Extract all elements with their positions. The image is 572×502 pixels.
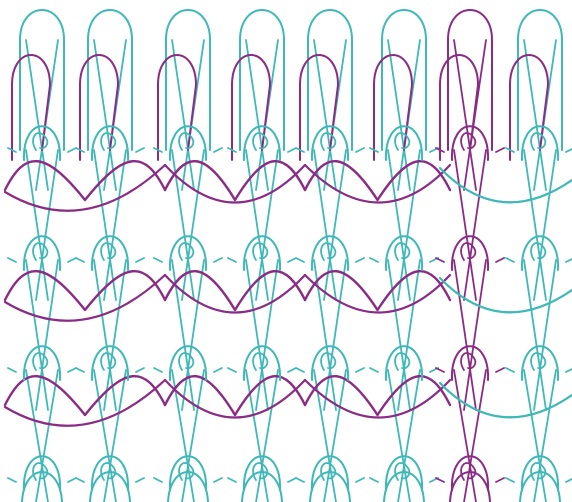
stitch-structure-svg <box>0 0 572 502</box>
knit-diagram <box>0 0 572 502</box>
